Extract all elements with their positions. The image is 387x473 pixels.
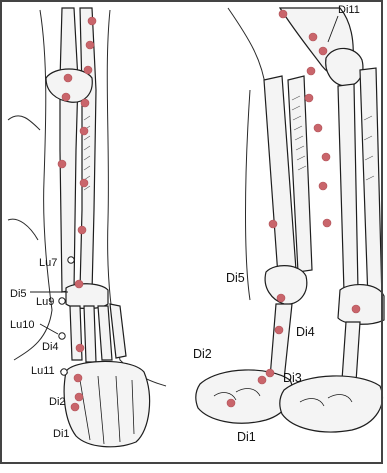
figure-frame (0, 0, 383, 464)
